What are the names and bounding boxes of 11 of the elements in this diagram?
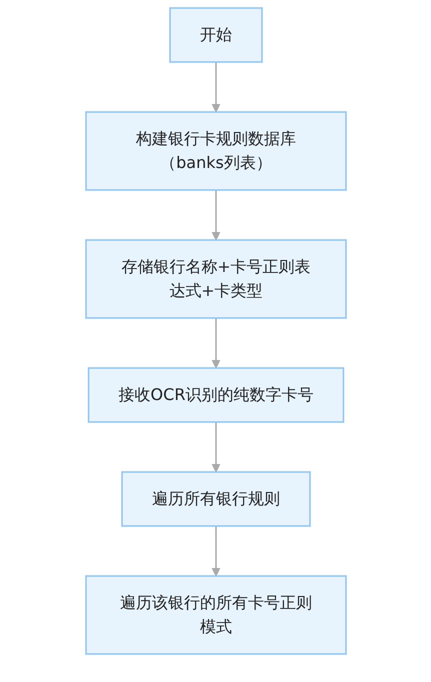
arrow [211, 190, 220, 240]
node-box: 遍历所有银行规则 [120, 471, 310, 527]
node-box: 构建银行卡规则数据库（banks列表） [84, 111, 346, 191]
node-box: 开始 [168, 7, 262, 63]
arrow [211, 62, 220, 112]
node-box: 遍历该银行的所有卡号正则模式 [84, 575, 346, 655]
node-box: 存储银行名称+卡号正则表达式+卡类型 [84, 239, 346, 319]
arrow [211, 318, 220, 368]
node-box: 接收OCR识别的纯数字卡号 [87, 367, 344, 423]
arrow [211, 422, 220, 472]
arrow [211, 526, 220, 576]
